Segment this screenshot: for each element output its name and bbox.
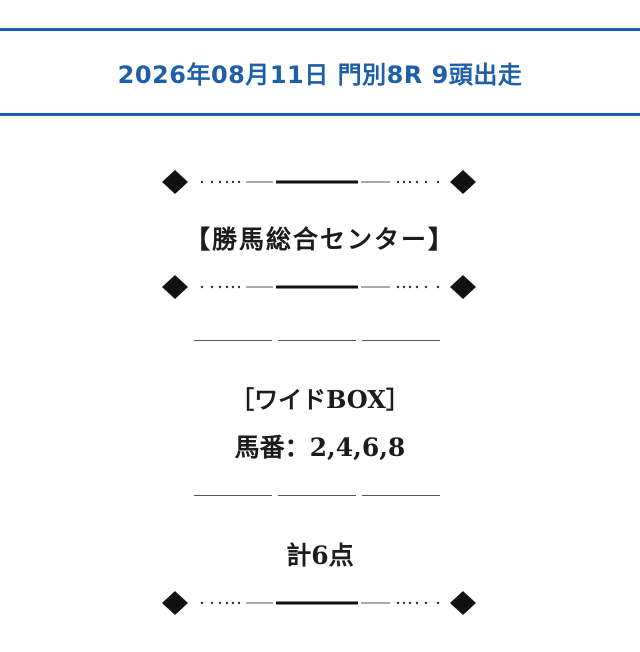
diamond-left-icon bbox=[162, 591, 188, 615]
tipster-title: 【勝馬総合センター】 bbox=[184, 225, 455, 254]
diamond-right-icon bbox=[450, 591, 476, 615]
diamond-right-icon bbox=[450, 170, 476, 194]
diamond-right-icon bbox=[450, 275, 476, 299]
total-points: 計6点 bbox=[286, 541, 354, 570]
separator-line bbox=[194, 340, 440, 342]
diamond-left-icon bbox=[162, 275, 188, 299]
ornament-divider-middle bbox=[160, 272, 480, 302]
separator-line bbox=[194, 495, 440, 497]
ornament-divider-bottom bbox=[160, 588, 480, 618]
ornament-divider-top bbox=[160, 167, 480, 197]
bet-type-label: ［ワイドBOX］ bbox=[230, 385, 410, 414]
race-header: 2026年08月11日 門別8R 9頭出走 bbox=[0, 28, 640, 116]
horse-numbers: 馬番：2,4,6,8 bbox=[234, 433, 406, 462]
diamond-left-icon bbox=[162, 170, 188, 194]
race-header-title: 2026年08月11日 門別8R 9頭出走 bbox=[117, 60, 523, 89]
